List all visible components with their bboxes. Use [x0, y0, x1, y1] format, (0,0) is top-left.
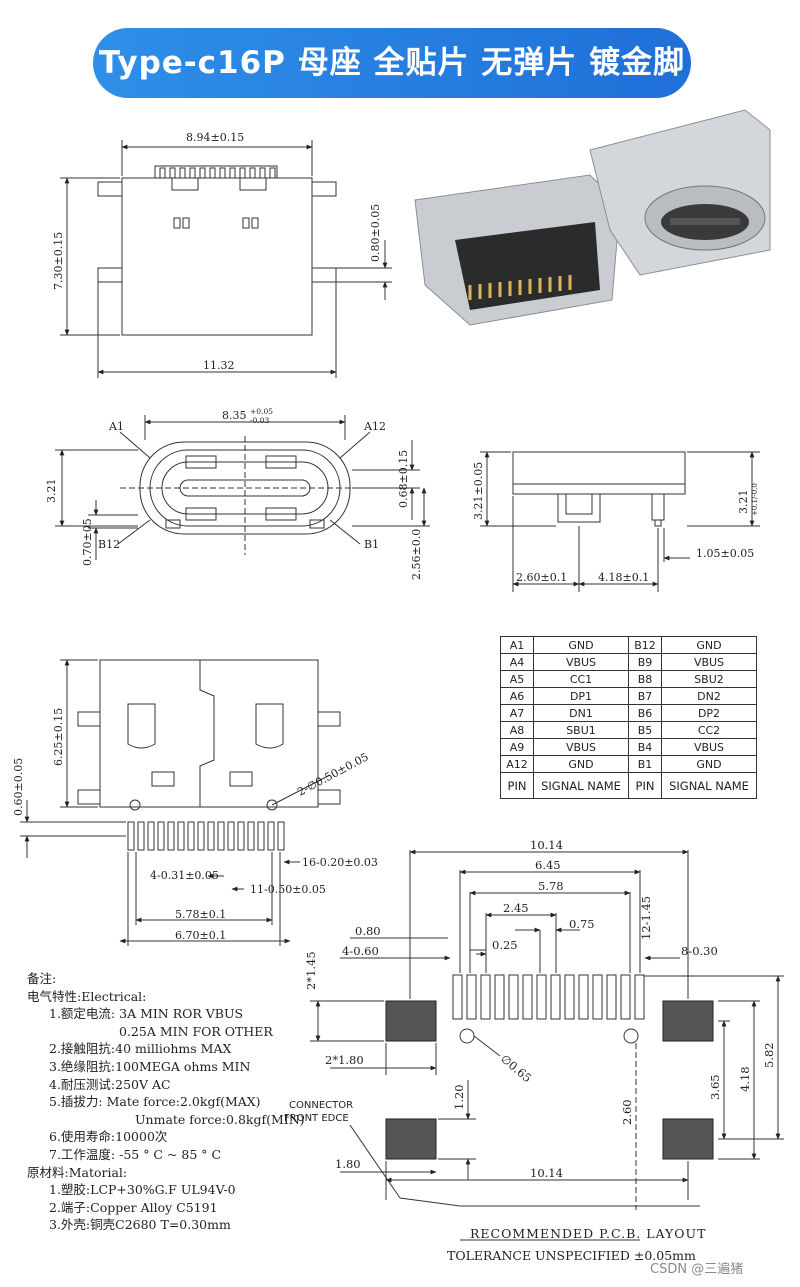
- bottom-hole-dim: 2-∅0.50±0.05: [295, 750, 370, 798]
- front-view-drawing: [55, 415, 430, 560]
- notes-e3: 3.绝缘阻抗:100MEGA ohms MIN: [49, 1058, 251, 1074]
- pcb-d-1245: 12-1.45: [639, 896, 653, 940]
- top-view-drawing: [60, 140, 392, 378]
- product-photo: [414, 109, 771, 326]
- front-h-321: 3.21: [45, 479, 58, 504]
- pcb-d-460: 4-0.60: [342, 944, 379, 958]
- title-text: Type-c16P 母座 全贴片 无弹片 镀金脚: [98, 45, 686, 81]
- bottom-view-drawing: [20, 659, 341, 946]
- bottom-pitch-16: 16-0.20±0.03: [302, 856, 378, 869]
- pcb-d-260: 2.60: [620, 1099, 634, 1125]
- title-banner: Type-c16P 母座 全贴片 无弹片 镀金脚: [93, 28, 691, 98]
- top-width-dim: 8.94±0.15: [186, 131, 244, 144]
- front-label-b12: B12: [98, 538, 120, 551]
- front-label-a12: A12: [363, 420, 386, 433]
- front-h-256: 2.56±0.0: [410, 529, 423, 580]
- pcb-d-065: ∅0.65: [498, 1052, 534, 1086]
- side-d-260: 2.60±0.1: [516, 571, 567, 584]
- pcb-d-025: 0.25: [492, 938, 518, 952]
- notes-e1: 1.额定电流: 3A MIN ROR VBUS: [49, 1006, 244, 1022]
- bottom-h-625: 6.25±0.15: [52, 708, 65, 766]
- pcb-tolerance: TOLERANCE UNSPECIFIED ±0.05mm: [447, 1248, 696, 1263]
- side-h-left: 3.21±0.05: [472, 462, 485, 520]
- pcb-layout-drawing: [310, 849, 784, 1241]
- pcb-d-582: 5.82: [762, 1042, 776, 1068]
- front-label-b1: B1: [364, 538, 379, 551]
- pcb-d-245: 2.45: [503, 901, 529, 915]
- notes-e5: 5.插拔力: Mate force:2.0kgf(MAX): [49, 1094, 261, 1110]
- side-h-right-tol: +0.1/-0.0: [751, 483, 759, 516]
- notes-e6: 6.使用寿命:10000次: [49, 1129, 168, 1145]
- pcb-caption: RECOMMENDED P.C.B. LAYOUT: [470, 1226, 707, 1241]
- top-total-width: 11.32: [203, 359, 235, 372]
- pcb-d-075: 0.75: [569, 917, 595, 931]
- pcb-d-365: 3.65: [708, 1074, 722, 1100]
- pcb-connector-label-1: CONNECTOR: [289, 1100, 353, 1111]
- side-d-418: 4.18±0.1: [598, 571, 649, 584]
- pcb-d-2180: 2*1.80: [325, 1053, 364, 1067]
- pcb-d-120: 1.20: [452, 1084, 466, 1110]
- notes-e2: 2.接触阻抗:40 milliohms MAX: [49, 1041, 232, 1057]
- pcb-d-2145: 2*1.45: [304, 951, 318, 990]
- front-width-tol-plus: +0.05: [250, 407, 273, 416]
- watermark: CSDN @三遍猪: [650, 1262, 744, 1277]
- notes-m2: 2.端子:Copper Alloy C5191: [49, 1199, 218, 1215]
- notes-e1b: 0.25A MIN FOR OTHER: [119, 1023, 273, 1039]
- pcb-d-1014-top: 10.14: [530, 838, 563, 852]
- pcb-d-080: 0.80: [355, 924, 381, 938]
- front-width-tol-minus: -0.03: [250, 416, 269, 425]
- pcb-d-578: 5.78: [538, 879, 564, 893]
- side-view-drawing: [480, 451, 760, 592]
- bottom-pitch-11: 11-0.50±0.05: [250, 883, 326, 896]
- notes-m3: 3.外壳:铜壳C2680 T=0.30mm: [49, 1217, 231, 1233]
- pcb-d-418: 4.18: [738, 1066, 752, 1092]
- pcb-connector-label-2: FRONT EDCE: [284, 1113, 349, 1124]
- pcb-d-1014-bot: 10.14: [530, 1166, 563, 1180]
- bottom-h-060: 0.60±0.05: [12, 758, 25, 816]
- spec-notes: 备注: 电气特性:Electrical: 1.额定电流: 3A MIN ROR …: [27, 970, 327, 1234]
- notes-e5b: Unmate force:0.8kgf(MIN): [135, 1111, 305, 1127]
- notes-electrical: 电气特性:Electrical:: [27, 988, 147, 1004]
- top-pad-dim: 0.80±0.05: [369, 204, 382, 262]
- pcb-d-645: 6.45: [535, 858, 561, 872]
- pcb-d-830: 8-0.30: [681, 944, 718, 958]
- bottom-w-670: 6.70±0.1: [175, 929, 226, 942]
- notes-m1: 1.塑胶:LCP+30%G.F UL94V-0: [49, 1182, 236, 1198]
- side-h-right: 3.21: [737, 490, 750, 515]
- front-h-068: 0.68±0.15: [397, 450, 410, 508]
- front-width-dim: 8.35: [222, 409, 247, 422]
- bottom-w-578: 5.78±0.1: [175, 908, 226, 921]
- pcb-d-180: 1.80: [335, 1157, 361, 1171]
- top-height-dim: 7.30±0.15: [52, 232, 65, 290]
- notes-material: 原材料:Matorial:: [27, 1164, 128, 1180]
- front-h-070: 0.70±05: [81, 518, 94, 566]
- notes-e7: 7.工作温度: -55 ° C ~ 85 ° C: [49, 1146, 222, 1162]
- notes-heading: 备注:: [27, 971, 57, 986]
- front-label-a1: A1: [108, 420, 124, 433]
- bottom-pitch-4: 4-0.31±0.05: [150, 869, 219, 882]
- notes-e4: 4.耐压测试:250V AC: [49, 1076, 171, 1092]
- side-d-105: 1.05±0.05: [696, 547, 754, 560]
